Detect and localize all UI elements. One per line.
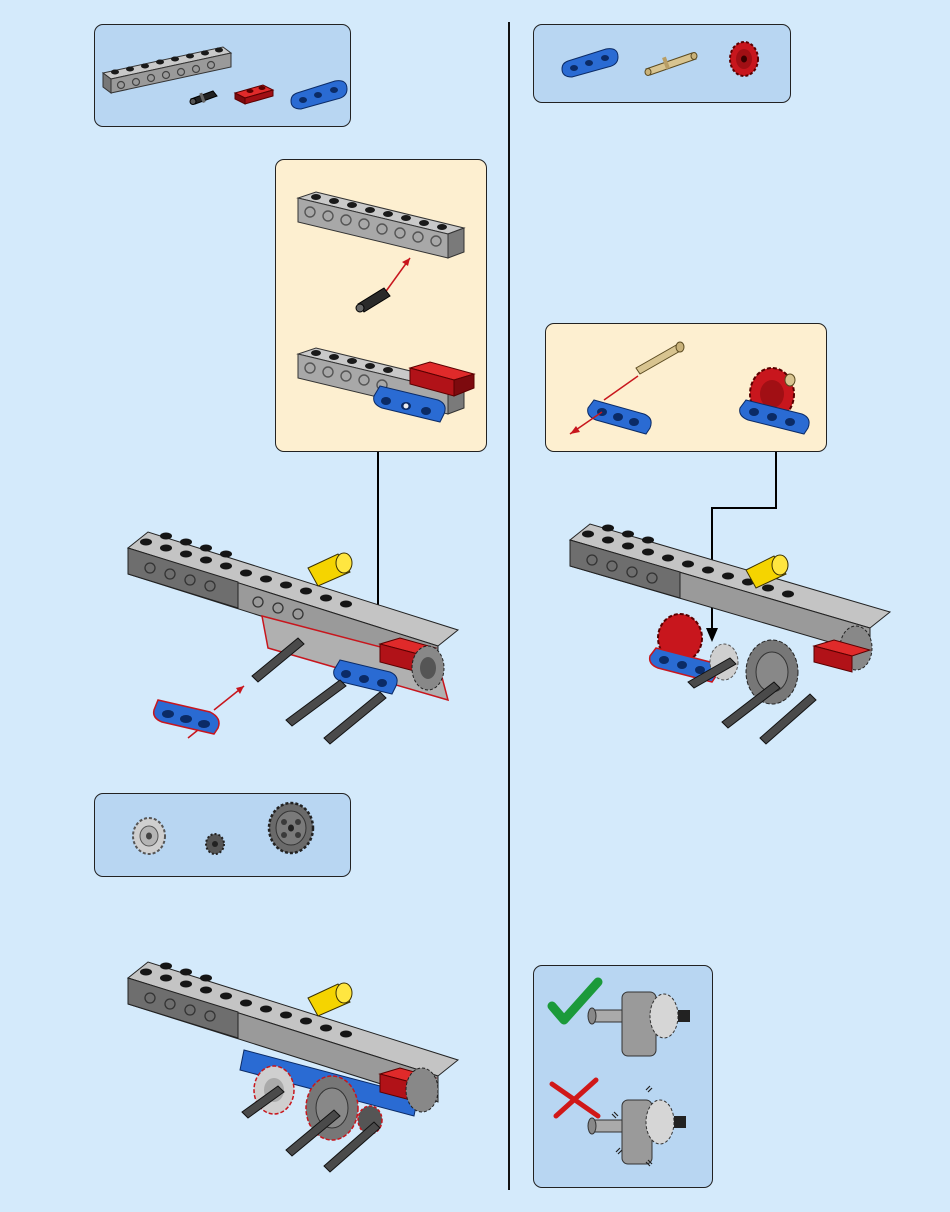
yellow-axle-joiner-icon bbox=[308, 983, 352, 1016]
correct-orientation-check-icon bbox=[552, 982, 690, 1056]
beam-with-pin-icon bbox=[298, 192, 464, 312]
subassembly-left-drawing bbox=[276, 160, 488, 453]
subassembly-right-drawing bbox=[546, 324, 828, 453]
gear-12-tooth-red-icon bbox=[730, 42, 758, 76]
beam-with-plate-and-liftarm-icon bbox=[298, 348, 474, 422]
main-model-left-top bbox=[118, 520, 478, 760]
gear-8-tooth-dark-gray-icon bbox=[206, 834, 224, 854]
parts-list-left-bottom bbox=[95, 794, 352, 878]
column-divider bbox=[508, 22, 510, 1190]
main-model-right-top bbox=[560, 452, 920, 712]
parts-box-step-left-top bbox=[94, 24, 351, 127]
axle-pin-tan-icon bbox=[645, 53, 697, 76]
gear-24-tooth-dark-gray-icon bbox=[269, 803, 313, 853]
main-beam-right-top bbox=[570, 524, 890, 654]
gear-16-tooth-light-gray-icon bbox=[133, 818, 165, 854]
subassembly-box-left bbox=[275, 159, 487, 452]
gear-at-beam-end-icon bbox=[412, 646, 444, 690]
liftarm-with-red-gear-icon bbox=[740, 368, 809, 434]
technic-beam-1x8-light-gray-icon bbox=[103, 47, 231, 93]
subassembly-box-right bbox=[545, 323, 827, 452]
parts-box-step-left-bottom bbox=[94, 793, 351, 877]
wrong-orientation-cross-icon bbox=[552, 1080, 686, 1166]
orientation-check-drawing bbox=[534, 966, 714, 1189]
main-model-left-bottom bbox=[118, 950, 478, 1180]
orientation-check-box bbox=[533, 965, 713, 1188]
parts-list-left-top bbox=[95, 25, 352, 128]
connector-pin-black-icon bbox=[190, 91, 217, 105]
liftarm-1x3-blue-icon bbox=[562, 49, 618, 77]
yellow-axle-joiner-icon bbox=[308, 553, 352, 586]
plate-with-hole-red-icon bbox=[235, 85, 273, 104]
loose-blue-liftarm-icon bbox=[154, 686, 244, 738]
liftarm-1x3-blue-icon bbox=[291, 81, 347, 109]
parts-list-right-top bbox=[534, 25, 792, 104]
liftarm-with-axle-pin-icon bbox=[570, 342, 684, 434]
parts-box-step-right-top bbox=[533, 24, 791, 103]
